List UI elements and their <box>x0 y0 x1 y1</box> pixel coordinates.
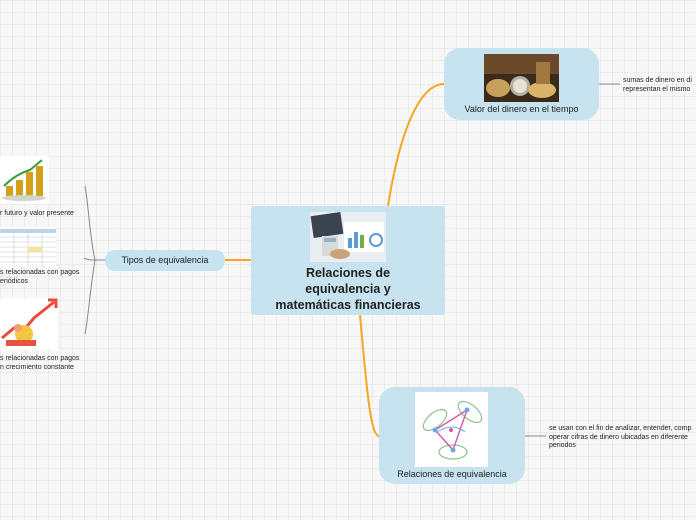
link-tipos-children <box>83 185 105 335</box>
link-relaciones <box>359 314 380 437</box>
equivalence-diagram-image <box>415 392 488 467</box>
relaciones-note: se usan con el fin de analizar, entender… <box>549 425 692 449</box>
tipos-child-1-label: r futuro y valor presente <box>0 210 74 217</box>
growth-coins-image <box>0 156 49 204</box>
topic-tipos-de-equivalencia[interactable]: Tipos de equivalencia <box>105 250 225 271</box>
valor-note: sumas de dinero en di representan el mis… <box>623 77 692 93</box>
spreadsheet-image <box>0 227 56 267</box>
relaciones-label: Relaciones de equivalencia <box>397 469 507 479</box>
central-title: Relaciones de equivalencia y matemáticas… <box>275 266 421 312</box>
tipos-child-3-label: s relacionadas con pagos n crecimiento c… <box>0 355 80 371</box>
link-valor <box>387 83 445 207</box>
rising-chart-image <box>0 298 58 350</box>
tipos-label: Tipos de equivalencia <box>121 255 209 265</box>
valor-label: Valor del dinero en el tiempo <box>464 104 579 114</box>
finance-desk-image <box>310 212 386 262</box>
coins-clock-image <box>484 54 559 102</box>
tipos-child-2-label: s relacionadas con pagos eriódicos <box>0 269 80 285</box>
topic-valor-del-dinero[interactable]: Valor del dinero en el tiempo <box>444 48 599 120</box>
central-topic[interactable]: Relaciones de equivalencia y matemáticas… <box>251 206 445 315</box>
topic-relaciones-de-equivalencia[interactable]: Relaciones de equivalencia <box>379 387 525 484</box>
